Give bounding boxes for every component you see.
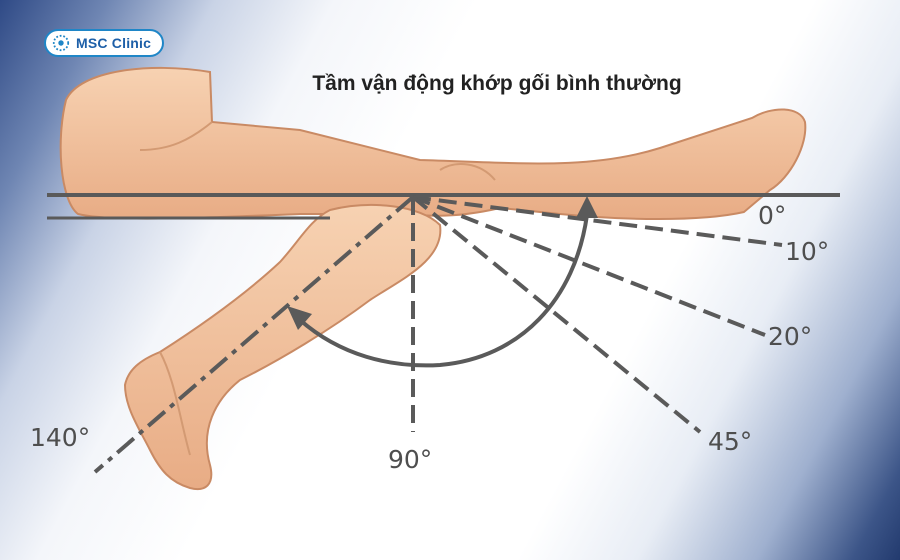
brand-logo: MSC Clinic [44,29,164,57]
angle-label-0: 0° [758,201,786,230]
ray-140 [93,195,415,474]
clinic-logo-icon [52,34,70,52]
angle-label-20: 20° [768,322,812,351]
ray-10 [412,195,783,247]
angle-label-10: 10° [785,237,829,266]
flexed-leg [123,204,442,490]
brand-name: MSC Clinic [76,35,152,51]
angle-label-45: 45° [708,427,752,456]
angle-rays [93,195,783,474]
arc-arrowhead-left [287,306,312,330]
motion-arc [298,214,589,368]
ankle-detail [159,351,191,456]
kneecap-detail [439,163,496,181]
angle-label-90: 90° [388,445,432,474]
arc-arrowhead-up [576,196,598,218]
ray-20 [412,195,766,337]
angle-label-140: 140° [30,423,90,452]
page-title: Tầm vận động khớp gối bình thường [312,72,681,95]
thigh-crease [139,121,213,151]
ray-45 [411,195,702,434]
